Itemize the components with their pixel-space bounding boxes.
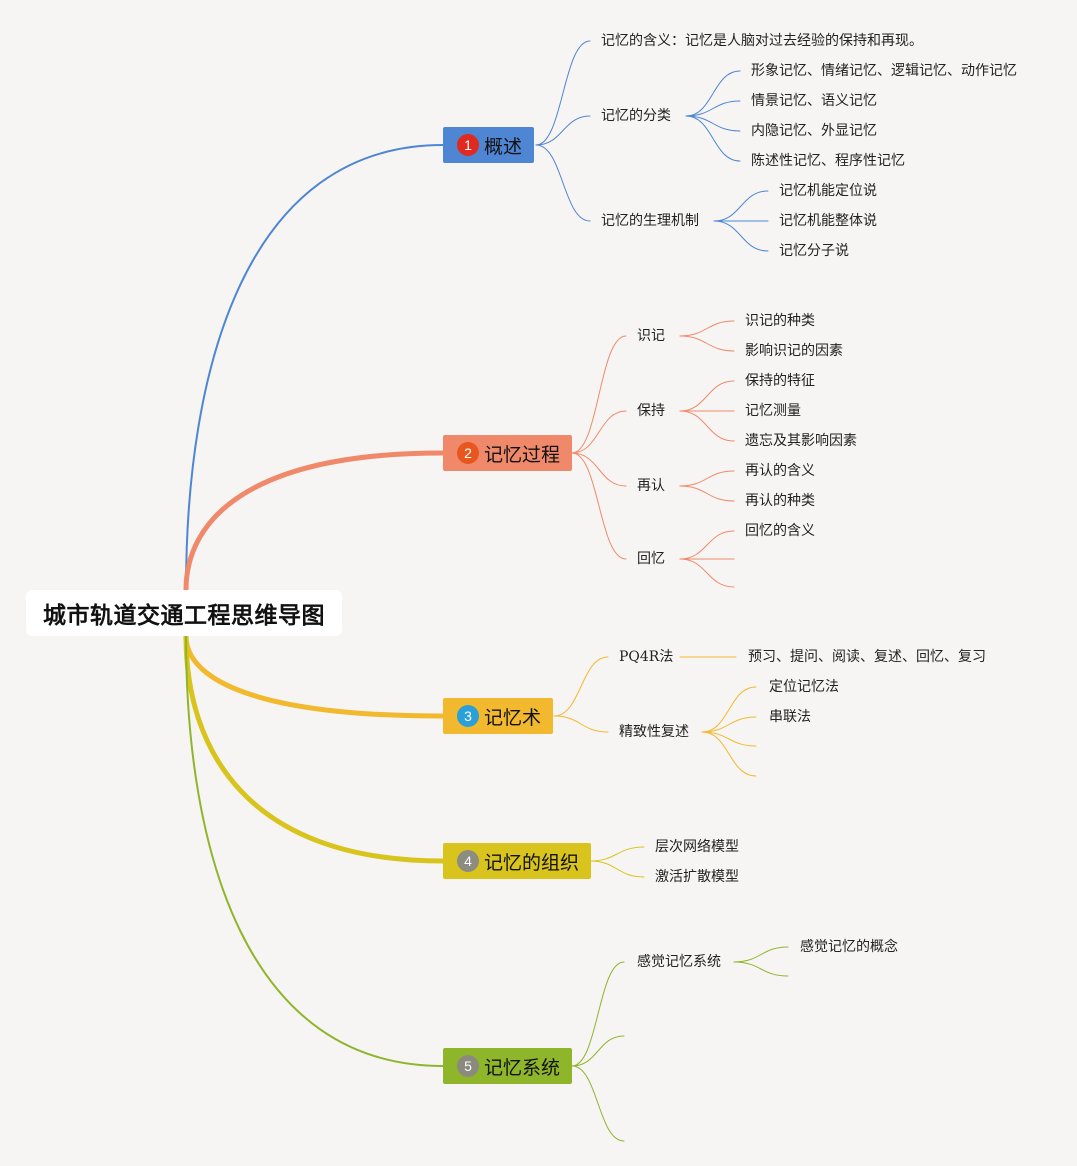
root-branch-connector [183,633,446,864]
subtopic[interactable]: 再认的种类 [745,493,815,509]
connector-line [685,70,741,117]
connector-line [701,716,757,733]
subtopic[interactable]: 记忆分子说 [779,243,849,259]
branch-memory-process[interactable]: 2 记忆过程 [443,435,573,471]
connector-line [685,115,741,162]
branch-memory-system[interactable]: 5 记忆系统 [443,1048,573,1084]
connector-line [535,115,591,146]
connector-line [733,961,789,977]
topic-recognition[interactable]: 再认 [637,478,665,494]
root-branch-connector [183,633,446,719]
connector-line [679,335,735,352]
topic-recall[interactable]: 回忆 [637,551,665,567]
connector-line [571,1035,625,1067]
connector-line [713,220,769,252]
connector-line [701,686,757,733]
connector-line [701,731,757,747]
topic-memory-classification[interactable]: 记忆的分类 [601,108,671,124]
branch-label: 记忆术 [484,706,542,729]
number-badge-icon: 2 [457,442,479,464]
subtopic[interactable]: 串联法 [769,709,811,725]
topic-retention[interactable]: 保持 [637,403,665,419]
branch-label: 记忆的组织 [484,851,580,874]
connector-line [553,656,609,717]
number-badge-icon: 3 [457,705,479,727]
connector-line [535,40,591,146]
topic-encoding[interactable]: 识记 [637,328,665,344]
topic-pq4r[interactable]: PQ4R法 [619,649,674,665]
subtopic[interactable]: 情景记忆、语义记忆 [751,93,877,109]
connector-line [589,860,645,878]
subtopic[interactable]: 定位记忆法 [769,679,839,695]
connector-line [571,452,627,487]
connector-line [571,452,627,560]
subtopic[interactable]: 遗忘及其影响因素 [745,433,857,449]
subtopic[interactable]: 回忆的含义 [745,523,815,539]
connector-line [535,144,591,222]
connector-line [589,846,645,862]
connector-line [553,715,609,733]
connector-line [679,380,735,412]
branch-mnemonics[interactable]: 3 记忆术 [443,698,554,734]
subtopic[interactable]: 识记的种类 [745,313,815,329]
connector-line [571,335,627,454]
connector-line [679,320,735,337]
connector-line [679,485,735,502]
connector-line [713,190,769,222]
root-branch-connector [185,144,444,591]
root-branch-connector [183,450,446,593]
root-node[interactable]: 城市轨道交通工程思维导图 [26,590,342,636]
subtopic[interactable]: 陈述性记忆、程序性记忆 [751,153,905,169]
topic-hierarchical-network-model[interactable]: 层次网络模型 [655,839,739,855]
subtopic[interactable]: 记忆测量 [745,403,801,419]
branch-label: 记忆过程 [484,443,561,466]
topic-memory-definition[interactable]: 记忆的含义：记忆是人脑对过去经验的保持和再现。 [601,33,923,49]
number-badge-icon: 5 [457,1055,479,1077]
subtopic[interactable]: 保持的特征 [745,373,815,389]
connector-line [679,558,735,588]
branch-memory-organization[interactable]: 4 记忆的组织 [443,843,592,879]
subtopic[interactable]: 预习、提问、阅读、复述、回忆、复习 [748,649,986,665]
subtopic[interactable]: 感觉记忆的概念 [800,939,898,955]
subtopic[interactable]: 内隐记忆、外显记忆 [751,123,877,139]
topic-spreading-activation-model[interactable]: 激活扩散模型 [655,869,739,885]
subtopic[interactable]: 记忆机能定位说 [779,183,877,199]
connector-line [701,731,757,777]
subtopic[interactable]: 形象记忆、情绪记忆、逻辑记忆、动作记忆 [751,63,1017,79]
number-badge-icon: 4 [457,850,479,872]
root-branch-connector [185,635,444,1067]
topic-sensory-memory-system[interactable]: 感觉记忆系统 [637,954,721,970]
connector-line [679,470,735,487]
topic-elaborative-rehearsal[interactable]: 精致性复述 [619,724,689,740]
root-title: 城市轨道交通工程思维导图 [43,603,325,629]
branch-label: 概述 [484,135,523,158]
subtopic[interactable]: 记忆机能整体说 [779,213,877,229]
connector-line [733,946,789,963]
connector-line [571,410,627,454]
connector-line [571,1065,625,1142]
subtopic[interactable]: 再认的含义 [745,463,815,479]
branch-overview[interactable]: 1 概述 [443,127,535,163]
number-badge-icon: 1 [457,134,479,156]
topic-physiological-mechanism[interactable]: 记忆的生理机制 [601,213,699,229]
connector-line [685,100,741,117]
connector-line [679,530,735,560]
connector-line [571,961,625,1067]
branch-label: 记忆系统 [484,1056,561,1079]
connector-line [679,410,735,442]
connector-line [685,115,741,132]
subtopic[interactable]: 影响识记的因素 [745,343,843,359]
